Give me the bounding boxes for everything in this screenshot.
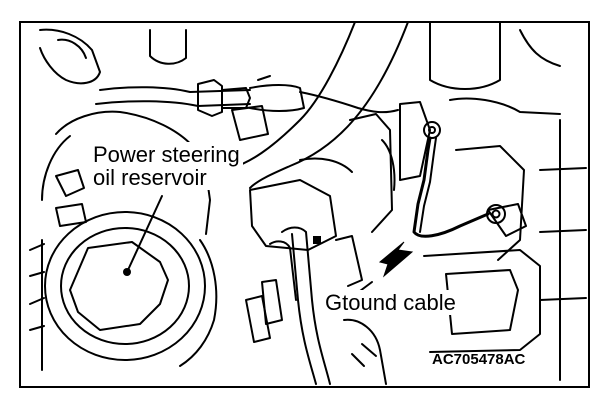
ground-cable [412, 121, 506, 238]
figure-code: AC705478AC [432, 351, 526, 368]
ground-cable-label: Gtound cable [322, 290, 459, 316]
reservoir-leader-dot [123, 268, 131, 276]
center-fastener [313, 236, 321, 244]
figure-frame [19, 21, 590, 388]
main-hose [231, 21, 409, 189]
wire-harness [245, 226, 387, 385]
reservoir-label-line2: oil reservoir [93, 165, 207, 191]
ground-cable-arrow [378, 241, 414, 278]
center-bracket [231, 105, 396, 251]
reservoir-label-line1: Power steering [93, 142, 240, 167]
top-left-hose [39, 28, 251, 107]
reservoir-leader [127, 195, 163, 271]
right-components [399, 21, 587, 381]
reservoir-label: Power steering oil reservoir [90, 142, 243, 191]
hose-clamp [197, 79, 305, 117]
